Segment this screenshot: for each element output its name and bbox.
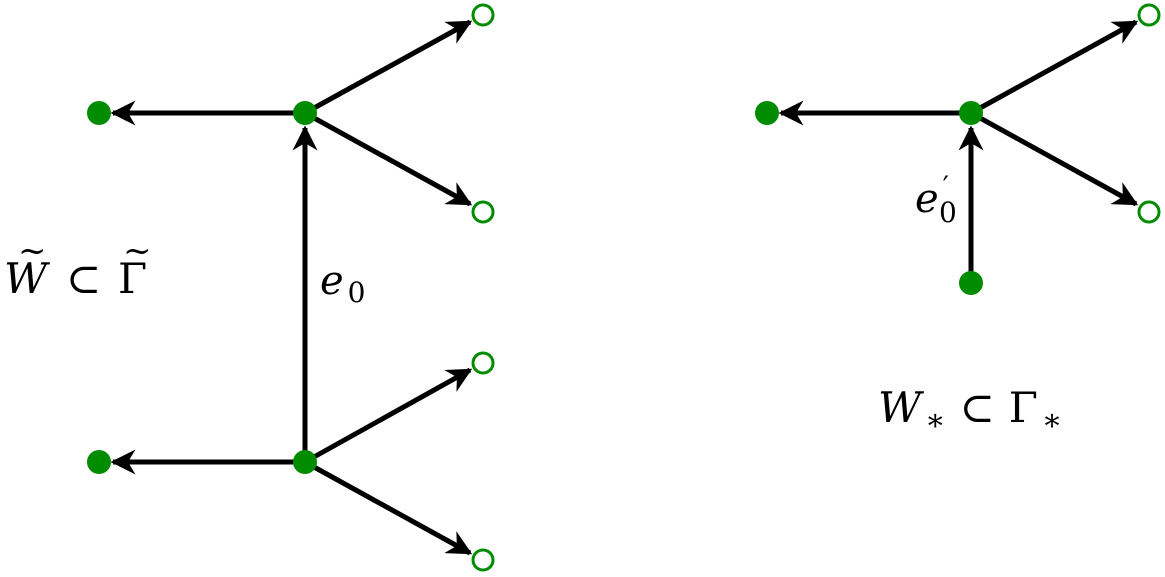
- edge-right-lower-right: [969, 110, 1139, 207]
- left-graph-label: ~ W ⊂ ~ Γ: [4, 231, 152, 303]
- node-bottom-center: [293, 450, 317, 474]
- node-right-bottom: [959, 271, 983, 295]
- label-tilde-gamma: ~: [123, 231, 152, 271]
- edge-label-e0-prime: e ′: [915, 170, 949, 222]
- node-bottom-lower-right: [471, 548, 495, 572]
- label-gamma: Γ: [118, 254, 147, 303]
- node-top-left: [87, 101, 111, 125]
- label-tilde-w: ~: [18, 231, 47, 271]
- right-graph-label: W ∗ ⊂ Γ ∗: [878, 383, 1062, 438]
- edge-label-e0: e 0: [320, 258, 366, 309]
- left-graph: e 0 ~ W ⊂ ~ Γ: [4, 3, 495, 572]
- node-bottom-upper-right: [471, 351, 495, 375]
- node-bottom-left: [87, 450, 111, 474]
- right-graph: e ′ 0 W ∗ ⊂ Γ ∗: [755, 3, 1161, 438]
- node-top-center: [293, 101, 317, 125]
- node-top-upper-right: [471, 3, 495, 27]
- edge-top-lower-right: [303, 110, 473, 207]
- edge-label-e0-prime-sub: 0: [939, 196, 957, 229]
- edge-top-upper-right: [303, 19, 473, 116]
- node-right-left: [755, 101, 779, 125]
- edge-bottom-lower-right: [303, 459, 473, 556]
- node-right-lower-right: [1137, 200, 1161, 224]
- node-right-upper-right: [1137, 3, 1161, 27]
- edge-right-upper-right: [969, 19, 1139, 116]
- label-subset: ⊂: [66, 254, 101, 303]
- edge-bottom-upper-right: [303, 367, 473, 465]
- node-top-lower-right: [471, 200, 495, 224]
- node-right-center: [959, 101, 983, 125]
- label-w: W: [4, 254, 51, 303]
